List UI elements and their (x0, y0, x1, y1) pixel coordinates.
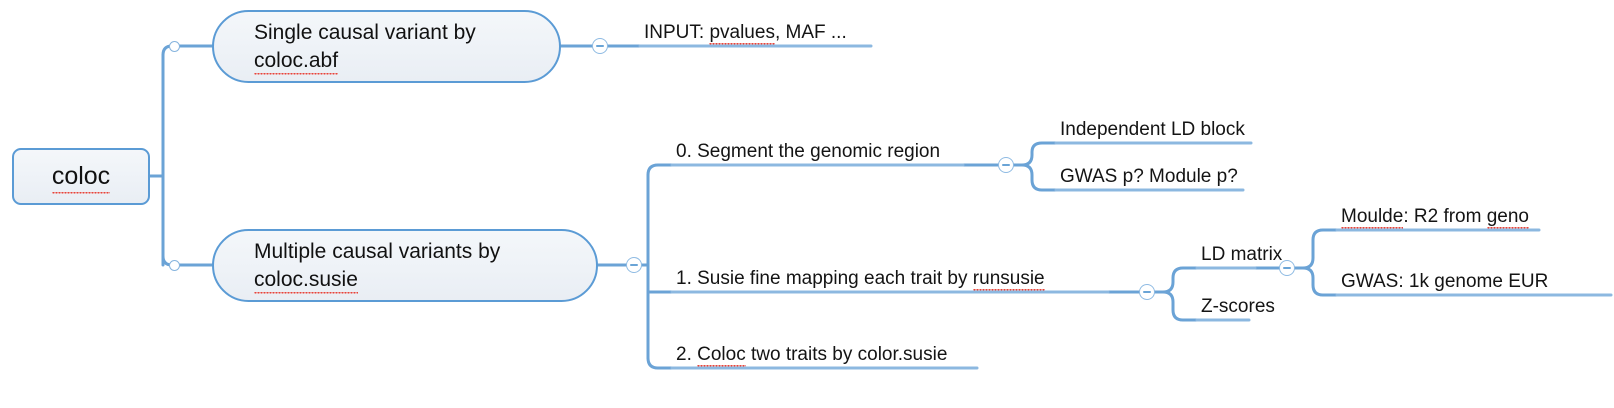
leaf-step-1-spellchecked: runsusie (972, 268, 1045, 291)
branch-dot-multiple[interactable] (169, 260, 180, 271)
branch-dot-single[interactable] (169, 41, 180, 52)
leaf-step-2-tail: two traits by color.susie (745, 344, 948, 365)
collapse-button-step-0[interactable] (998, 157, 1014, 173)
leaf-z-scores-label: Z-scores (1201, 296, 1275, 317)
wire-ldmatrix-to-moulde (1293, 228, 1339, 270)
leaf-geno-spellchecked: geno (1486, 206, 1530, 229)
collapse-button-single-causal-variant[interactable] (592, 38, 608, 54)
leaf-ld-matrix[interactable]: LD matrix (1199, 244, 1284, 269)
leaf-step-2-label: 2. Coloc two traits by color.susie (674, 344, 949, 369)
wire-trunk-to-step2 (646, 356, 674, 370)
branch-multiple-line2: coloc.susie (254, 266, 358, 294)
leaf-step-2-head: 2. (676, 344, 698, 365)
collapse-button-ld-matrix[interactable] (1279, 260, 1295, 276)
leaf-moulde-spellchecked: Moulde (1341, 206, 1404, 229)
branch-multiple-line1: Multiple causal variants by (254, 239, 501, 263)
leaf-step-1-head: 1. Susie fine mapping each trait by (676, 268, 973, 289)
collapse-button-multiple-causal-variants[interactable] (626, 257, 642, 273)
leaf-step-1-label: 1. Susie fine mapping each trait by runs… (674, 268, 1047, 293)
branch-single-line2: coloc.abf (254, 47, 339, 75)
root-node[interactable]: coloc (12, 148, 150, 205)
leaf-independent-ld-block[interactable]: Independent LD block (1058, 119, 1247, 144)
branch-multiple-label: Multiple causal variants by coloc.susie (254, 238, 501, 294)
leaf-input-head: INPUT: (644, 22, 710, 43)
branch-multiple-causal-variants[interactable]: Multiple causal variants by coloc.susie (212, 229, 598, 302)
leaf-gwas-p-module-p[interactable]: GWAS p? Module p? (1058, 166, 1240, 191)
leaf-step-1-susie-fine-mapping[interactable]: 1. Susie fine mapping each trait by runs… (674, 268, 1047, 293)
leaf-z-scores[interactable]: Z-scores (1199, 296, 1277, 321)
leaf-gwas-p-module-p-label: GWAS p? Module p? (1060, 166, 1238, 187)
leaf-step-0-label: 0. Segment the genomic region (676, 141, 941, 162)
leaf-input[interactable]: INPUT: pvalues, MAF ... (642, 22, 849, 47)
wire-step1-to-ldmatrix (1153, 266, 1199, 294)
root-label: coloc (51, 160, 111, 194)
wire-step1-to-zscores (1153, 290, 1199, 322)
leaf-moulde-mid: : R2 from (1403, 206, 1487, 227)
wire-step0-to-ldblock (1012, 141, 1058, 167)
leaf-step-2-spellchecked: Coloc (697, 344, 746, 367)
branch-single-line1: Single causal variant by (254, 20, 476, 44)
leaf-input-label: INPUT: pvalues, MAF ... (642, 22, 849, 47)
wire-trunk-to-step0 (646, 163, 674, 177)
leaf-independent-ld-block-label: Independent LD block (1060, 119, 1245, 140)
branch-single-label: Single causal variant by coloc.abf (254, 19, 476, 75)
wire-step0-to-gwasp (1012, 163, 1058, 192)
leaf-input-spellchecked: pvalues (709, 22, 775, 45)
branch-single-causal-variant[interactable]: Single causal variant by coloc.abf (212, 10, 561, 83)
leaf-ld-matrix-label: LD matrix (1201, 244, 1283, 265)
collapse-button-step-1[interactable] (1139, 284, 1155, 300)
leaf-gwas-1k-genome-eur[interactable]: GWAS: 1k genome EUR (1339, 271, 1550, 296)
leaf-moulde-r2-label: Moulde: R2 from geno (1339, 206, 1531, 231)
leaf-step-0-segment-genomic-region[interactable]: 0. Segment the genomic region (674, 141, 942, 166)
leaf-gwas-1k-label: GWAS: 1k genome EUR (1341, 271, 1549, 292)
leaf-input-tail: , MAF ... (774, 22, 847, 43)
wire-ldmatrix-to-gwas1k (1293, 266, 1339, 297)
leaf-moulde-r2-from-geno[interactable]: Moulde: R2 from geno (1339, 206, 1531, 231)
leaf-step-2-coloc-two-traits[interactable]: 2. Coloc two traits by color.susie (674, 344, 949, 369)
root-label-text: coloc (51, 160, 111, 194)
